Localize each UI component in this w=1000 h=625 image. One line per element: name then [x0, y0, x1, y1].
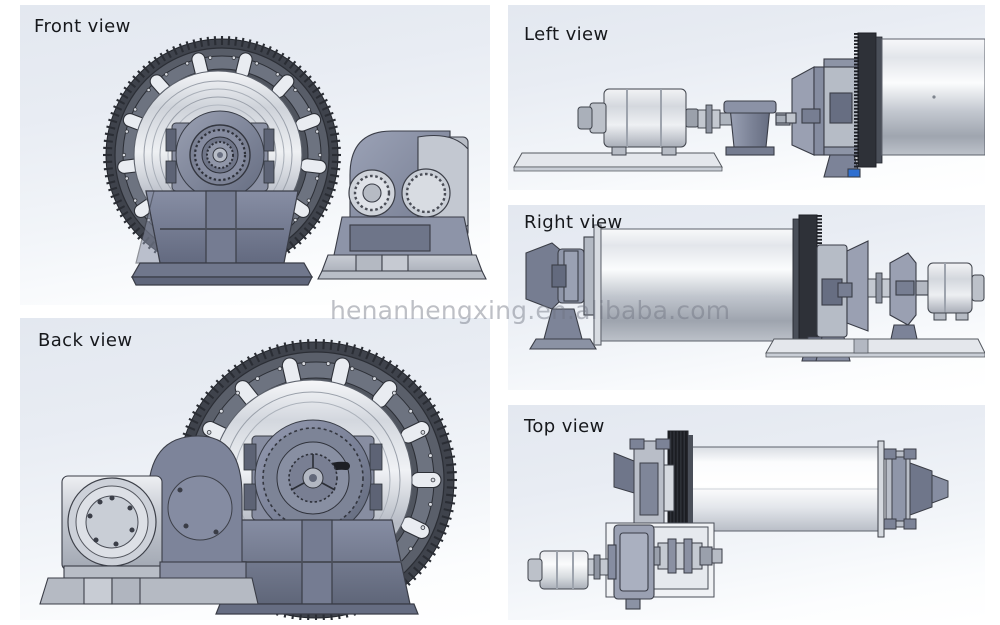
front-drive-assembly: [317, 130, 487, 280]
back-support-frame: [215, 519, 419, 615]
label-front-view: Front view: [34, 16, 131, 37]
back-view-drawing: [39, 339, 457, 620]
left-motor: [577, 88, 699, 156]
top-gearbox: [607, 524, 655, 610]
front-support-frame: [130, 190, 314, 286]
right-motor: [927, 262, 985, 321]
top-far-trunnion: [877, 440, 949, 538]
panel-left-view: [508, 5, 985, 190]
front-view-drawing: [103, 36, 487, 286]
right-coupling: [867, 272, 891, 304]
back-trunnion-assembly: [243, 419, 383, 537]
top-view-drawing: [527, 430, 949, 610]
panel-front-view: [20, 5, 490, 305]
left-pedestal-bearing: [723, 100, 791, 156]
top-motor: [527, 550, 589, 590]
right-mill-drum: [600, 228, 794, 342]
back-drive-assembly: [39, 435, 259, 605]
panel-back-view: [20, 318, 490, 620]
label-top-view: Top view: [524, 416, 605, 437]
top-coupling: [585, 554, 609, 580]
right-discharge-end: [525, 224, 602, 350]
right-gearbox: [887, 252, 929, 354]
left-pinion-assembly: [775, 58, 861, 178]
right-base-plate: [765, 338, 985, 358]
left-base-plate: [513, 152, 723, 172]
left-ring-gear: [854, 32, 883, 168]
left-view-drawing: [513, 32, 985, 178]
left-mill-drum: [881, 38, 985, 156]
right-view-drawing: [525, 214, 985, 362]
top-near-trunnion: [613, 438, 675, 538]
label-left-view: Left view: [524, 24, 609, 45]
panel-right-view: [508, 205, 985, 390]
top-mill-drum: [685, 446, 881, 532]
panel-top-view: [508, 405, 985, 620]
label-right-view: Right view: [524, 212, 623, 233]
label-back-view: Back view: [38, 330, 133, 351]
front-trunnion-assembly: [165, 110, 275, 200]
